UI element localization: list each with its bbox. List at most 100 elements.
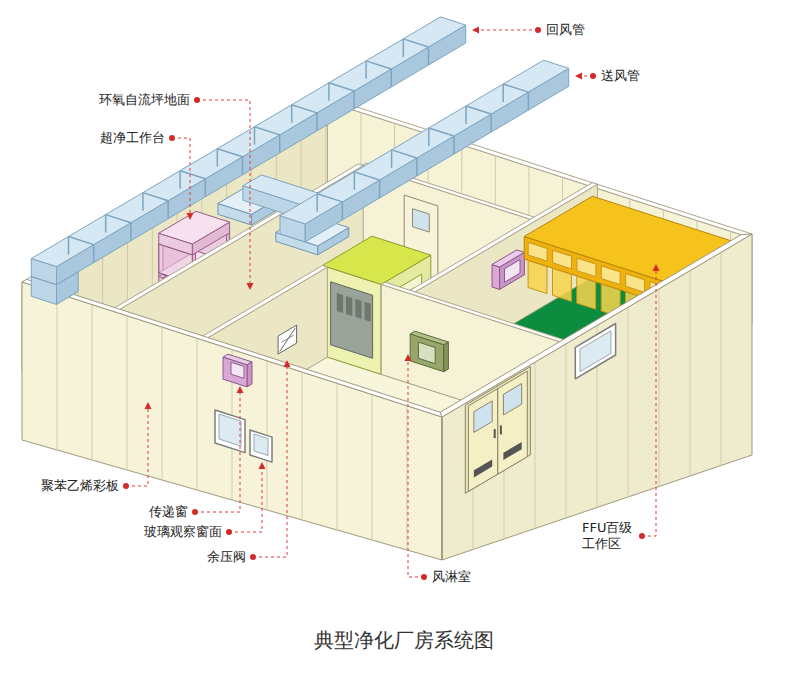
return-duct (31, 17, 465, 267)
leader-arrowhead (259, 462, 266, 469)
panel-seam (127, 316, 128, 470)
panel-seam (302, 372, 303, 520)
panel-seam (721, 252, 722, 465)
air-nozzle (365, 302, 371, 322)
pass-box-window (505, 260, 521, 283)
ffu-panel (626, 274, 645, 293)
panel-seam (690, 271, 691, 476)
panel-seam (162, 327, 163, 480)
pass-box (492, 265, 500, 290)
observation-window (250, 430, 272, 462)
panel-seam (197, 338, 198, 490)
pass-box (247, 362, 252, 387)
duct-flange (329, 83, 354, 91)
leader-dot (421, 574, 427, 580)
wall-rim (22, 279, 442, 417)
door-window (413, 209, 430, 232)
leader-line (229, 469, 262, 532)
duct-flange (342, 202, 344, 220)
duct-flange (142, 193, 144, 211)
duct-flange (416, 158, 418, 176)
ffu-curtain (577, 276, 596, 309)
relief-valve (281, 335, 293, 342)
pass-box (444, 342, 449, 372)
leader-arrowhead (247, 283, 254, 290)
duct-flange (503, 84, 528, 92)
leader-dot (123, 483, 129, 489)
pass-box-window (231, 362, 244, 378)
leader-line (479, 30, 538, 31)
partition-wall (381, 282, 570, 344)
air-nozzle (355, 299, 361, 319)
duct-flange (69, 237, 94, 245)
wall-corner (441, 417, 442, 560)
relief-valve (278, 325, 297, 354)
air-shower (322, 236, 430, 284)
duct-flange (242, 157, 244, 175)
callout-label: 超净工作台 (100, 130, 165, 146)
leader-dot (226, 529, 232, 535)
duct-flange (217, 149, 242, 157)
callout-label: 风淋室 (432, 569, 471, 585)
ffu-panel (601, 266, 620, 285)
leader-line (195, 393, 240, 512)
leader-line (253, 367, 287, 557)
leader-line (126, 409, 148, 486)
duct-flange (392, 150, 417, 158)
air-nozzle (337, 293, 343, 313)
duct-flange (93, 245, 95, 263)
leader-arrowhead (237, 386, 244, 393)
figure-caption: 典型净化厂房系统图 (314, 627, 494, 654)
duct-flange (490, 114, 492, 132)
duct-flange (279, 135, 281, 153)
duct-flange (465, 106, 467, 124)
door-handle (500, 425, 502, 434)
leader-dot (192, 509, 198, 515)
panel-seam (566, 344, 567, 518)
duct-flange (130, 223, 132, 241)
leader-dot (194, 97, 200, 103)
panel-seam (535, 362, 536, 528)
leader-line (172, 138, 190, 213)
duct-flange (205, 179, 207, 197)
leader-arrowhead (472, 27, 479, 34)
duct-flange (316, 194, 318, 212)
duct-flange (502, 84, 504, 102)
panel-seam (92, 305, 93, 461)
relief-valve (280, 328, 296, 352)
leader-line (408, 361, 424, 577)
leader-arrowhead (653, 264, 660, 271)
pass-box (223, 357, 247, 387)
duct-flange (255, 127, 280, 135)
duct-flange (391, 150, 393, 168)
door-window (503, 384, 521, 416)
callout-label: 回风管 (546, 22, 585, 38)
ffu-curtain (528, 261, 547, 294)
observation-window (219, 414, 241, 446)
door-leaf (468, 389, 497, 492)
ffu-panel (577, 258, 596, 277)
leader-arrowhead (187, 213, 194, 220)
ffu-panel (553, 250, 572, 269)
duct-flange (105, 215, 107, 233)
duct-flange (429, 128, 454, 136)
panel-seam (57, 293, 58, 450)
leader-arrowhead (284, 360, 291, 367)
door-grille (503, 442, 521, 460)
duct-flange (254, 127, 256, 145)
duct-flange (317, 194, 342, 202)
leader-line (197, 100, 250, 283)
duct-flange (328, 83, 330, 101)
callout-label: 送风管 (601, 68, 640, 84)
air-nozzle (346, 296, 352, 316)
leader-dot (169, 135, 175, 141)
door-window (474, 401, 492, 433)
wall-panel (442, 234, 752, 560)
supply-duct (280, 60, 569, 224)
panel-seam (372, 395, 373, 541)
panel-seam (337, 383, 338, 530)
duct-flange (316, 113, 318, 131)
duct-flange (379, 180, 381, 198)
leader-dot (590, 73, 596, 79)
